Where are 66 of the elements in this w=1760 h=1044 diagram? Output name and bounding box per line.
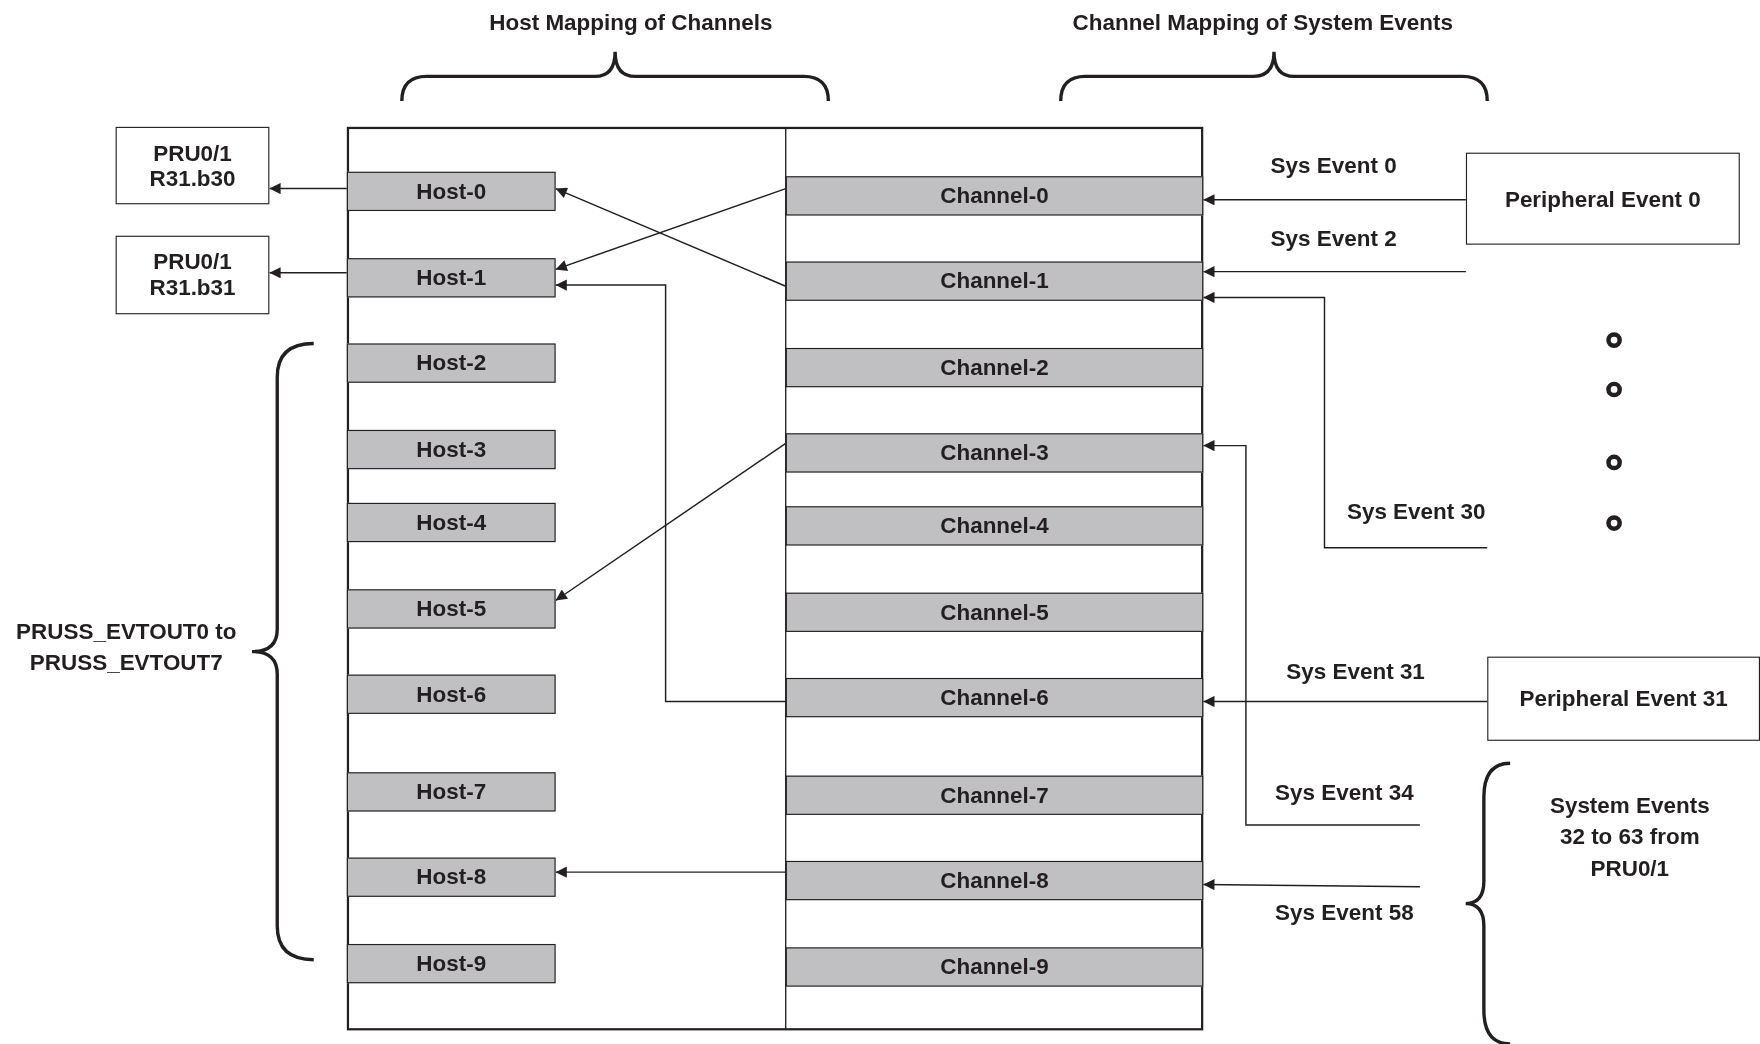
arrow (1202, 291, 1488, 549)
event-source-box (1487, 656, 1760, 741)
channel-bar (785, 347, 1204, 388)
host-bar (346, 502, 556, 543)
arrow (1202, 194, 1467, 206)
box-label: Peripheral Event 31 (1518, 685, 1729, 712)
box-label: Host-2 (415, 350, 488, 376)
box-label: Host-4 (415, 509, 488, 536)
arrow (554, 187, 787, 287)
host-bar (346, 772, 556, 812)
event-source-box (1465, 152, 1740, 245)
box-label: Host-3 (415, 436, 488, 463)
arrow (1202, 266, 1467, 278)
box-label: Channel-6 (939, 684, 1050, 711)
host-bar (346, 343, 556, 383)
box-label: Channel-8 (939, 867, 1050, 894)
box-label: PRU0/1 R31.b30 (148, 139, 237, 192)
arrow (1202, 879, 1421, 891)
host-bar (346, 171, 556, 211)
box-label: Channel-9 (939, 954, 1050, 980)
host-bar (346, 944, 556, 984)
box-label: Host-7 (415, 779, 488, 805)
box-label: Host-1 (415, 264, 488, 291)
host-bar (346, 429, 556, 470)
box-label: Host-8 (415, 864, 488, 891)
channel-bar (785, 592, 1204, 632)
box-label: Channel-2 (939, 354, 1050, 381)
box-label: Peripheral Event 0 (1503, 185, 1702, 212)
box-label: Channel-4 (939, 512, 1050, 539)
box-label: Host-0 (415, 178, 488, 205)
box-label: Channel-3 (939, 440, 1050, 466)
section-heading: Channel Mapping of System Events (1071, 9, 1454, 37)
arrow (554, 866, 787, 878)
box-label: Host-6 (415, 681, 488, 708)
box-label: Channel-0 (939, 182, 1050, 209)
box-label: Channel-5 (939, 599, 1050, 626)
controller-frame (346, 126, 1204, 1031)
channel-bar (785, 860, 1204, 901)
arrow (1202, 440, 1421, 826)
register-box (115, 126, 270, 205)
arrow (1202, 695, 1488, 708)
box-label: Channel-7 (939, 782, 1050, 809)
box-label: Host-9 (415, 950, 488, 977)
section-heading: Host Mapping of Channels (488, 9, 774, 37)
channel-bar (785, 176, 1204, 216)
host-bar (346, 674, 556, 714)
arrow (554, 442, 787, 602)
box-label: PRU0/1 R31.b31 (148, 249, 237, 301)
channel-bar (785, 506, 1204, 546)
channel-bar (785, 261, 1204, 301)
host-bar (346, 857, 556, 897)
event-group-label: System Events 32 to 63 from PRU0/1 (1548, 791, 1711, 882)
host-bar (346, 589, 556, 629)
channel-bar (785, 775, 1204, 815)
output-group-label: PRUSS_EVTOUT0 to PRUSS_EVTOUT7 (15, 617, 238, 677)
channel-bar (785, 677, 1204, 718)
arrow (268, 267, 348, 279)
arrow (554, 279, 787, 703)
channel-bar (785, 433, 1204, 473)
host-bar (346, 258, 556, 298)
channel-bar (785, 947, 1204, 987)
register-box (115, 235, 270, 315)
box-label: Channel-1 (939, 268, 1050, 295)
box-label: Host-5 (415, 596, 488, 622)
arrow (268, 182, 348, 195)
arrow (554, 187, 787, 271)
